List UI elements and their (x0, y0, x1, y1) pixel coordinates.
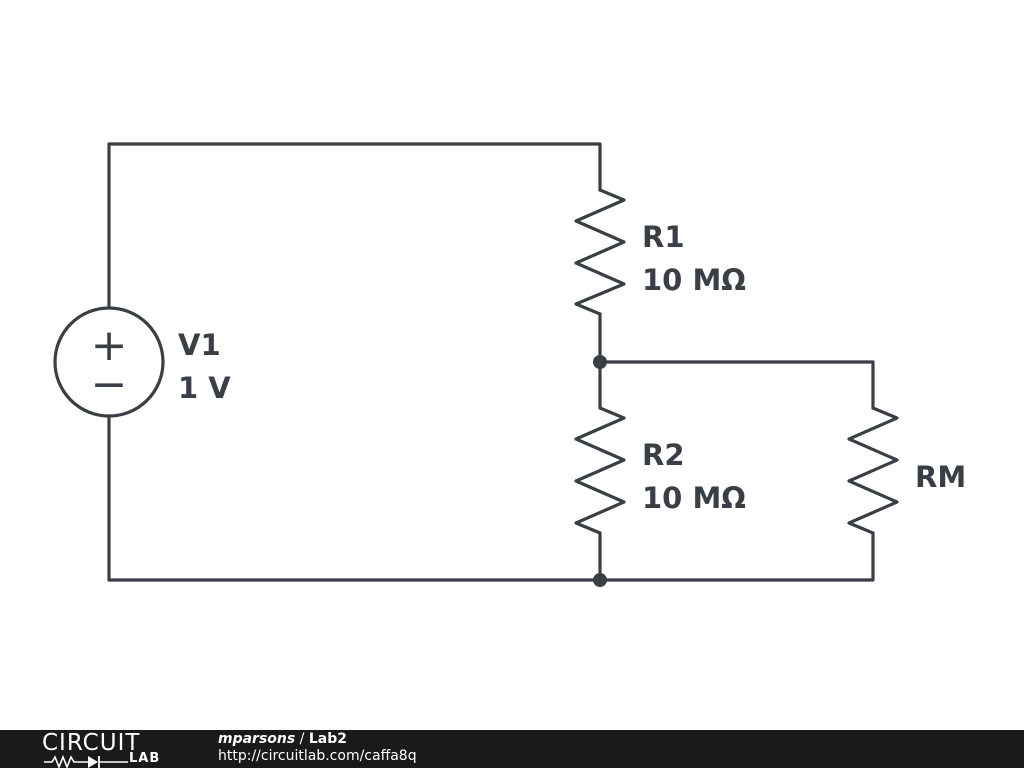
v1-value-label: 1 V (178, 371, 231, 405)
resistor-r1 (574, 188, 626, 316)
junction-dot-bottom (593, 573, 607, 587)
logo-circuit-icon (44, 754, 128, 769)
circuit-title-link[interactable]: Lab2 (308, 731, 347, 747)
logo-wordmark-circuit: CIRCUIT (42, 730, 141, 756)
voltage-source-v1 (53, 306, 165, 418)
footer-bar: CIRCUIT LAB mparsons / Lab2 http://circu… (0, 730, 1024, 769)
v1-plus-sign: + (91, 320, 128, 371)
circuit-schematic: + − V1 1 V R1 10 MΩ R2 10 MΩ RM (53, 142, 966, 587)
resistor-r2 (574, 406, 626, 535)
v1-ref-label: V1 (178, 328, 221, 362)
author-link[interactable]: mparsons (218, 731, 296, 747)
circuit-credit: mparsons / Lab2 http://circuitlab.com/ca… (218, 731, 417, 765)
circuit-url-link[interactable]: http://circuitlab.com/caffa8q (218, 748, 417, 764)
r1-value-label: 10 MΩ (642, 263, 746, 297)
r2-value-label: 10 MΩ (642, 481, 746, 515)
r2-ref-label: R2 (642, 438, 685, 472)
logo-wordmark-lab: LAB (129, 751, 161, 766)
credit-separator: / (295, 731, 309, 747)
resistor-rm (847, 406, 899, 535)
circuitlab-logo[interactable]: CIRCUIT LAB (42, 730, 177, 769)
wire-left-bottom (107, 416, 875, 582)
r1-ref-label: R1 (642, 220, 685, 254)
rm-ref-label: RM (915, 460, 966, 494)
wire-node-to-rm (598, 360, 875, 410)
wire-top (107, 142, 602, 308)
v1-minus-sign: − (91, 359, 128, 410)
junction-dot-middle (593, 355, 607, 369)
